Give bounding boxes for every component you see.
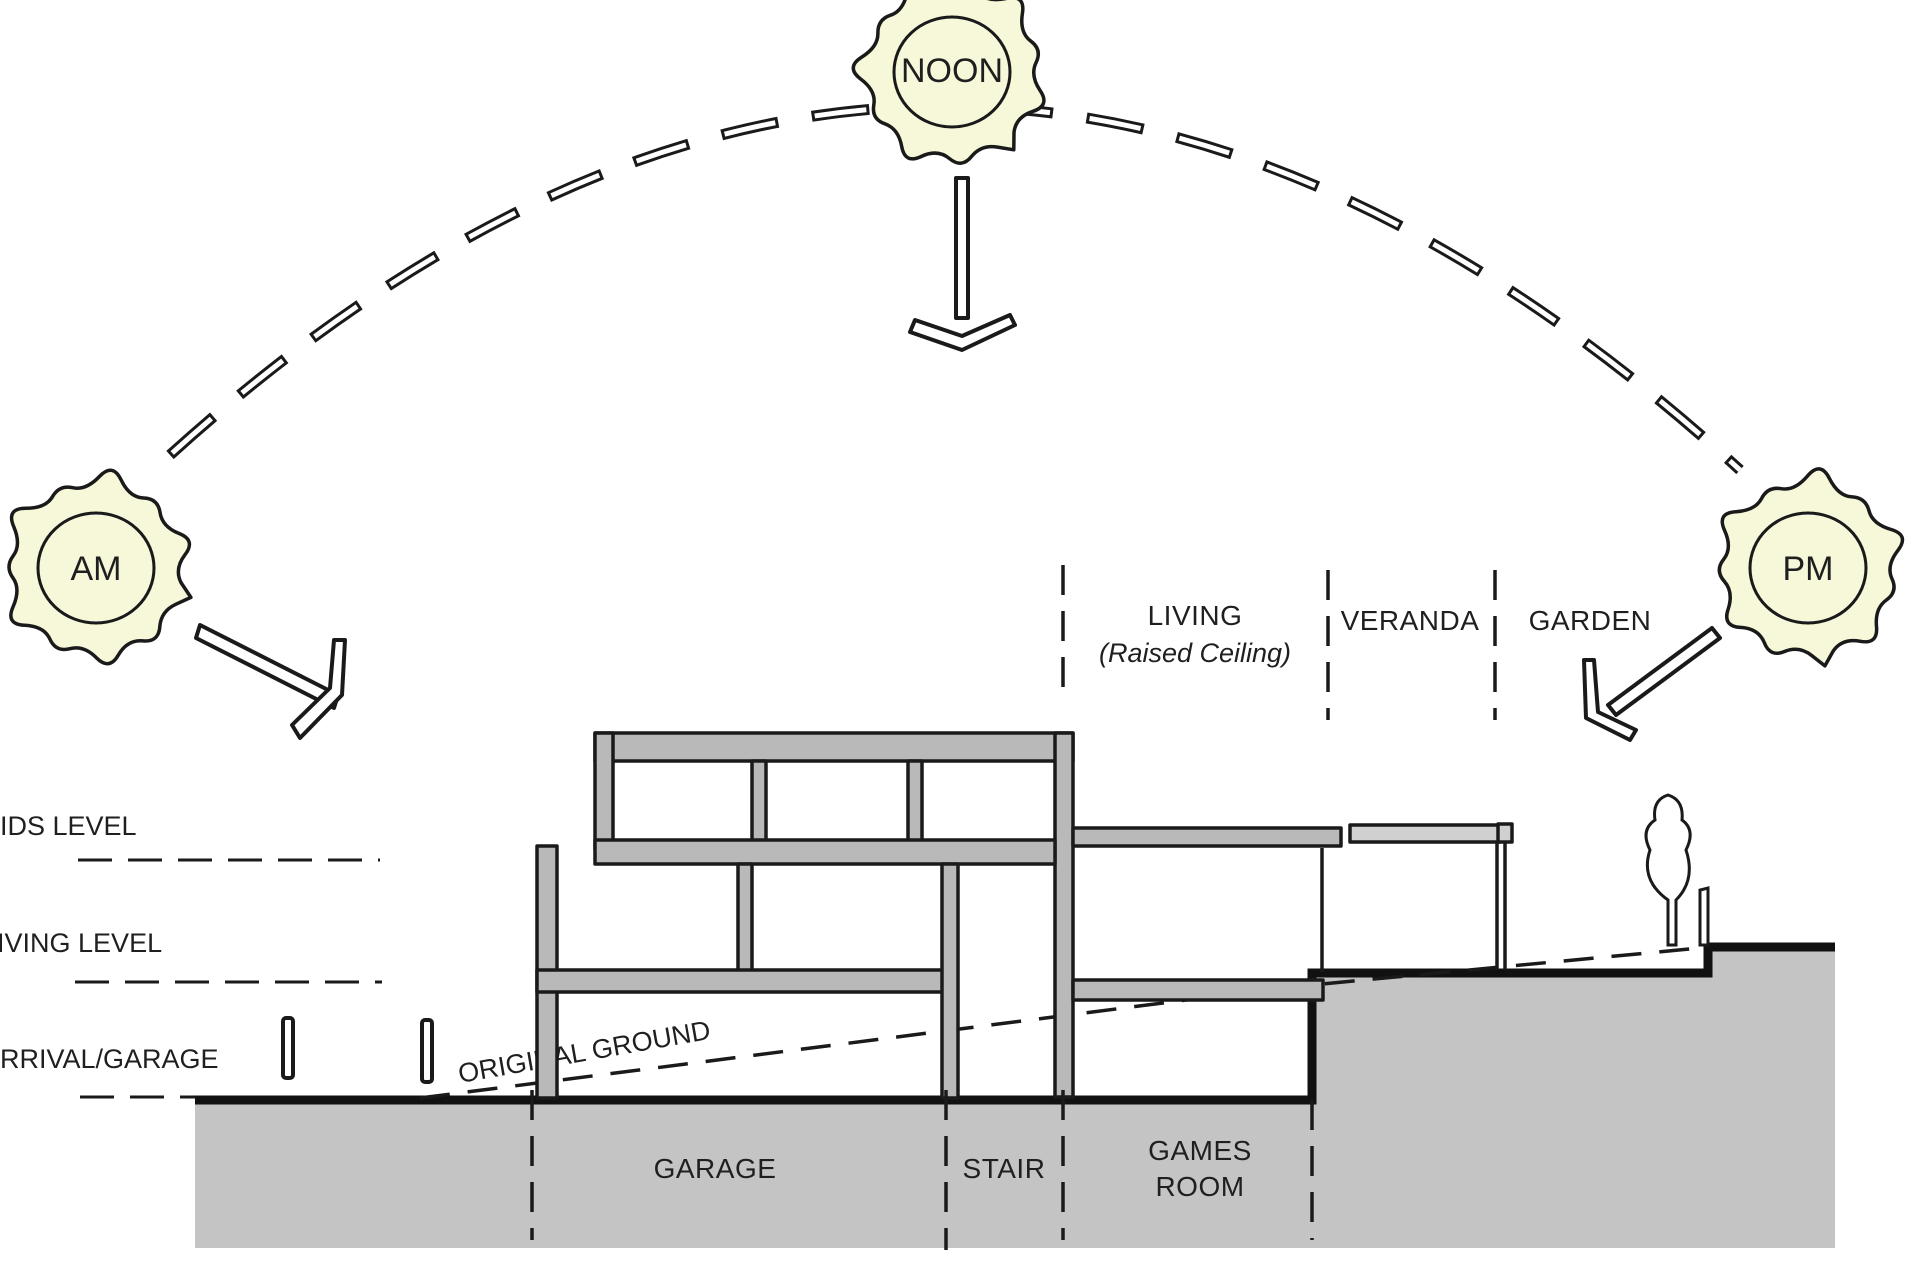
veranda-zone-label: VERANDA <box>1341 605 1480 636</box>
am-label: AM <box>71 550 122 588</box>
pm-ray-arrow-icon <box>1582 626 1722 742</box>
stair-zone-label: STAIR <box>963 1153 1046 1184</box>
living-zone-note: (Raised Ceiling) <box>1099 638 1291 668</box>
finished-ground-line <box>195 942 1835 1105</box>
garden-zone-label: GARDEN <box>1529 605 1652 636</box>
level-lines <box>75 858 382 1099</box>
tree-icon <box>1644 793 1710 947</box>
arrival-garage-label: ARRIVAL/GARAGE <box>0 1044 219 1074</box>
arrival-posts <box>281 1016 434 1084</box>
games-room-label-line2: ROOM <box>1155 1171 1244 1202</box>
ground-mass <box>195 945 1835 1248</box>
pm-label: PM <box>1783 550 1834 588</box>
thin-walls <box>1320 842 1507 972</box>
am-ray-arrow-icon <box>194 623 347 740</box>
lower-zone-dividers <box>530 1090 1314 1250</box>
noon-ray-arrow-icon <box>908 176 1017 352</box>
pm-sun-icon: PM <box>1717 467 1905 668</box>
garage-zone-label: GARAGE <box>654 1153 777 1184</box>
am-sun-icon: AM <box>7 468 193 666</box>
upper-zone-dividers <box>1061 565 1497 720</box>
games-room-label-line1: GAMES <box>1148 1135 1252 1166</box>
building-section <box>535 731 1514 1100</box>
living-level-label: LIVING LEVEL <box>0 928 162 958</box>
living-zone-label: LIVING <box>1148 600 1243 631</box>
noon-sun-icon: NOON <box>851 0 1046 165</box>
kids-level-label: KIDS LEVEL <box>0 811 137 841</box>
noon-label: NOON <box>901 52 1003 90</box>
